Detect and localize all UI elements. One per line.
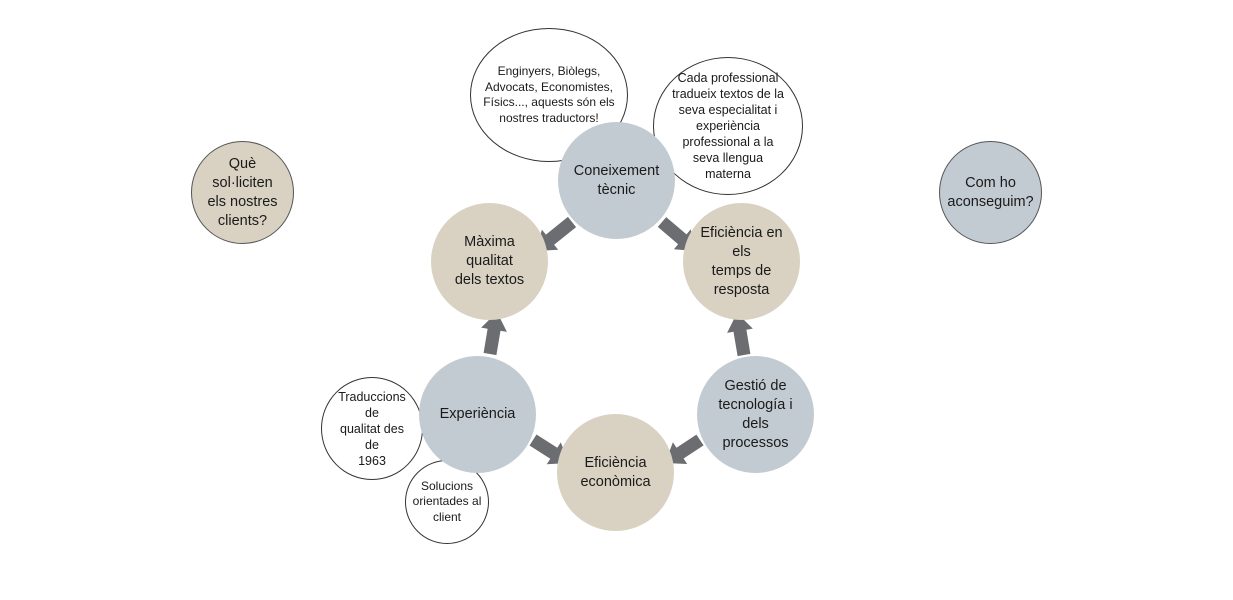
cycle-node-experiencia: Experiència: [419, 356, 536, 473]
question-how-node: Com ho aconseguim?: [939, 141, 1042, 244]
cycle-node-maxima-qualitat-text: Màxima qualitat dels textos: [454, 234, 525, 288]
cycle-node-coneixement: Coneixement tècnic: [558, 122, 675, 239]
question-how-text: Com ho aconseguim?: [947, 174, 1034, 210]
cycle-node-gestio-text: Gestió de tecnología i dels processos: [718, 377, 793, 451]
callout-professionals: Enginyers, Biòlegs, Advocats, Economiste…: [470, 28, 628, 162]
cycle-node-gestio: Gestió de tecnología i dels processos: [697, 356, 814, 473]
callout-professionals-text: Enginyers, Biòlegs, Advocats, Economiste…: [483, 64, 615, 125]
arrow-coneixement-to-qualitat: [536, 216, 577, 251]
cycle-node-eficiencia-economica: Eficiència econòmica: [557, 414, 674, 531]
callout-traduccions: Traduccions de qualitat des de 1963: [321, 377, 423, 480]
callout-solucions: Solucions orientades al client: [405, 460, 489, 544]
cycle-node-eficiencia-temps-text: Eficiència en els temps de resposta: [700, 224, 783, 298]
cycle-node-maxima-qualitat: Màxima qualitat dels textos: [431, 203, 548, 320]
callout-traduccions-text: Traduccions de qualitat des de 1963: [338, 389, 406, 468]
cycle-node-coneixement-text: Coneixement tècnic: [573, 162, 660, 198]
callout-solucions-text: Solucions orientades al client: [412, 478, 482, 524]
arrow-gestio-to-economica: [665, 434, 704, 464]
cycle-node-experiencia-text: Experiència: [439, 406, 516, 422]
callout-specialitat: Cada professional tradueix textos de la …: [653, 57, 803, 195]
arrow-gestio-to-temps: [727, 313, 753, 357]
arrow-experiencia-to-qualitat: [481, 312, 507, 356]
cycle-node-eficiencia-economica-text: Eficiència econòmica: [580, 454, 651, 490]
question-clients-node: Què sol·liciten els nostres clients?: [191, 141, 294, 244]
cycle-node-eficiencia-temps: Eficiència en els temps de resposta: [683, 203, 800, 320]
callout-specialitat-text: Cada professional tradueix textos de la …: [672, 71, 784, 181]
question-clients-text: Què sol·liciten els nostres clients?: [207, 155, 278, 229]
